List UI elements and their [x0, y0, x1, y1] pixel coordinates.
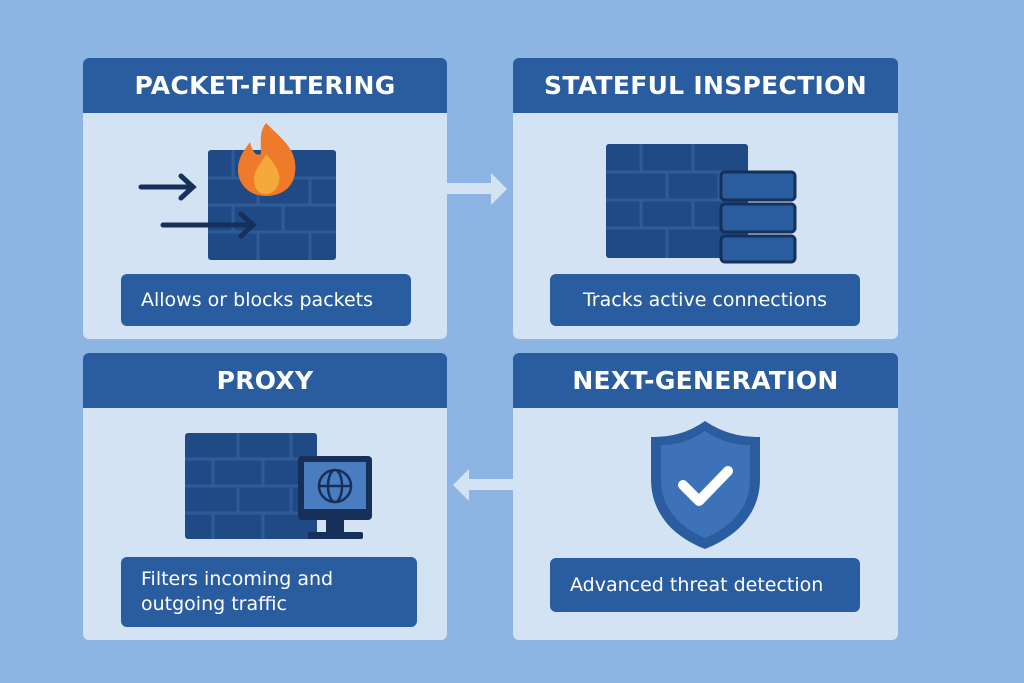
arrow-right-icon: [447, 173, 507, 205]
panel-title: STATEFUL INSPECTION: [513, 58, 898, 113]
panel-packet-filtering: PACKET-FILTERING Allows or blocks packet…: [83, 58, 447, 339]
shield-check-icon: [651, 421, 760, 549]
firewall-flame-icon: [138, 123, 336, 260]
panel-proxy: PROXY Filters incoming and outgoing traf…: [83, 353, 447, 640]
panel-title: NEXT-GENERATION: [513, 353, 898, 408]
panel-description: Allows or blocks packets: [121, 274, 411, 326]
firewall-monitor-globe-icon: [185, 433, 372, 539]
panel-description: Filters incoming and outgoing traffic: [121, 557, 417, 627]
panel-description: Tracks active connections: [550, 274, 860, 326]
panel-title: PACKET-FILTERING: [83, 58, 447, 113]
panel-stateful-inspection: STATEFUL INSPECTION Tracks active connec…: [513, 58, 898, 339]
panel-title: PROXY: [83, 353, 447, 408]
panel-description: Advanced threat detection: [550, 558, 860, 612]
firewall-state-table-icon: [606, 144, 797, 264]
arrow-left-icon: [453, 469, 513, 501]
panel-next-generation: NEXT-GENERATION Advanced threat detectio…: [513, 353, 898, 640]
